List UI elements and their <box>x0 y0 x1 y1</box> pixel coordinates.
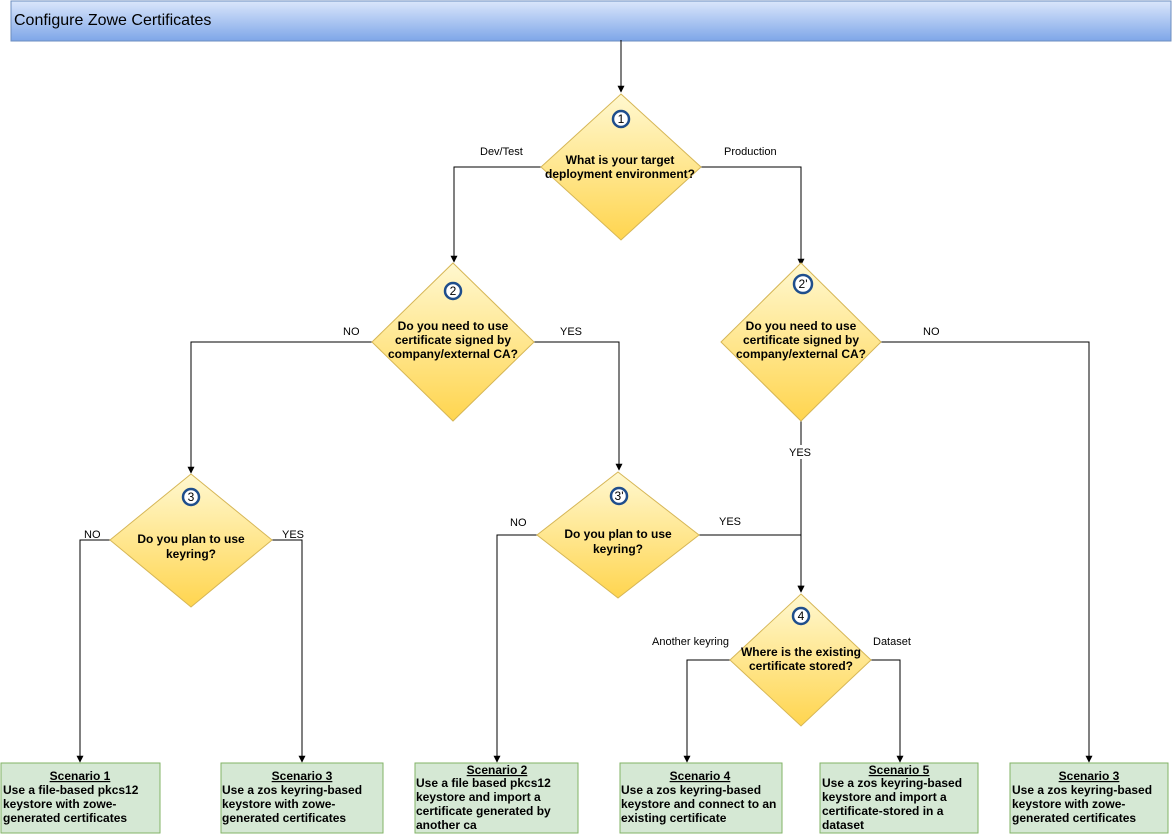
scenario-line: dataset <box>822 818 864 832</box>
scenario-line: Use a file based pkcs12 <box>416 776 551 790</box>
edge-q2-no <box>187 341 372 474</box>
step-badge-icon <box>611 109 631 129</box>
step-badge-label: 2 <box>450 284 457 298</box>
question-line: Do you plan to use <box>564 527 672 541</box>
scenario-line: certificate generated by <box>416 804 551 818</box>
scenario-line: keystore and import a <box>822 790 947 804</box>
scenario-line: generated certificates <box>222 811 346 825</box>
scenario-line: Use a zos keyring-based <box>222 783 362 797</box>
decision-q3: 3 Do you plan to use keyring? <box>109 473 273 608</box>
decision-q2: 2 Do you need to use certificate signed … <box>371 262 535 422</box>
scenario-line: keystore and import a <box>416 790 541 804</box>
scenario-title: Scenario 3 <box>272 769 333 783</box>
scenario-box-2: Scenario 2 Use a file based pkcs12 keyst… <box>414 762 579 834</box>
scenario-title: Scenario 3 <box>1059 769 1120 783</box>
step-badge-icon <box>181 487 201 507</box>
edge-q3p-yes <box>699 534 805 593</box>
scenario-box-5: Scenario 5 Use a zos keyring-based keyst… <box>819 762 979 834</box>
scenario-box-4: Scenario 4 Use a zos keyring-based keyst… <box>619 762 783 834</box>
edge-labels: Dev/Test Production NO YES NO YES NO YES… <box>84 146 940 648</box>
decision-q1: 1 What is your target deployment environ… <box>540 93 702 241</box>
header-bar: Configure Zowe Certificates <box>10 0 1172 42</box>
label-q3-no: NO <box>84 529 101 541</box>
page-title: Configure Zowe Certificates <box>14 12 211 29</box>
step-badge-label: 1 <box>618 112 625 126</box>
question-line: keyring? <box>593 542 643 556</box>
step-badge-label: 4 <box>798 609 805 623</box>
label-devtest: Dev/Test <box>480 146 523 158</box>
label-q3-yes: YES <box>282 529 304 541</box>
scenario-title: Scenario 1 <box>50 769 111 783</box>
decision-q2p: 2' Do you need to use certificate signed… <box>720 262 882 422</box>
scenario-line: certificate-stored in a <box>822 804 944 818</box>
scenario-line: Use a zos keyring-based <box>621 783 761 797</box>
label-q2-yes: YES <box>560 326 582 338</box>
question-line: company/external CA? <box>388 347 518 361</box>
label-q2-no: NO <box>343 326 360 338</box>
step-badge-icon <box>443 281 463 301</box>
scenario-line: keystore with zowe- <box>1012 797 1125 811</box>
label-production: Production <box>724 146 777 158</box>
scenario-line: another ca <box>416 818 477 832</box>
scenario-box-3a: Scenario 3 Use a zos keyring-based keyst… <box>220 762 384 834</box>
question-line: keyring? <box>166 547 216 561</box>
label-q2p-no: NO <box>923 326 940 338</box>
question-line: certificate signed by <box>743 333 859 347</box>
scenario-line: existing certificate <box>621 811 727 825</box>
scenario-line: Use a zos keyring-based <box>1012 783 1152 797</box>
scenario-line: generated certificates <box>1012 811 1136 825</box>
edge-q2-yes <box>534 341 623 471</box>
label-q3p-yes: YES <box>719 516 741 528</box>
scenario-line: Use a zos keyring-based <box>822 776 962 790</box>
scenario-box-3b: Scenario 3 Use a zos keyring-based keyst… <box>1009 762 1169 834</box>
edge-q3-yes <box>272 539 306 763</box>
edge-q3p-no <box>493 534 537 763</box>
question-line: certificate stored? <box>749 659 853 673</box>
label-q3p-no: NO <box>510 517 527 529</box>
decision-q3p: 3' Do you plan to use keyring? <box>536 471 700 599</box>
scenario-line: generated certificates <box>3 811 127 825</box>
edge-q1-devtest <box>450 166 541 263</box>
scenario-line: keystore with zowe- <box>3 797 116 811</box>
edge-q3-no <box>76 539 110 763</box>
question-line: What is your target <box>566 153 675 167</box>
question-line: Where is the existing <box>741 645 861 659</box>
step-badge-label: 3' <box>615 489 624 503</box>
question-line: deployment environment? <box>545 167 695 181</box>
question-line: Do you need to use <box>746 319 857 333</box>
scenario-line: keystore with zowe- <box>222 797 335 811</box>
question-line: Do you need to use <box>398 319 509 333</box>
scenario-title: Scenario 5 <box>869 763 930 777</box>
label-another-keyring: Another keyring <box>652 636 729 648</box>
step-badge-icon <box>792 273 814 295</box>
label-q2p-yes: YES <box>789 447 811 459</box>
edge-q4-keyring <box>683 659 730 763</box>
question-line: certificate signed by <box>395 333 511 347</box>
step-badge-icon <box>609 486 629 506</box>
edge-q4-dataset <box>871 659 904 763</box>
step-badge-label: 2' <box>799 277 808 291</box>
scenario-line: keystore and connect to an <box>621 797 776 811</box>
scenario-title: Scenario 2 <box>467 763 528 777</box>
connectors <box>76 40 1093 763</box>
decision-q4: 4 Where is the existing certificate stor… <box>729 593 872 727</box>
scenario-title: Scenario 4 <box>670 769 731 783</box>
edge-q2p-no <box>881 341 1093 763</box>
question-line: company/external CA? <box>736 347 866 361</box>
step-badge-label: 3 <box>188 490 195 504</box>
step-badge-icon <box>791 606 811 626</box>
edge-q1-production <box>701 166 805 266</box>
question-line: Do you plan to use <box>137 532 245 546</box>
scenario-line: Use a file-based pkcs12 <box>3 783 139 797</box>
label-dataset: Dataset <box>873 636 911 648</box>
scenario-box-1: Scenario 1 Use a file-based pkcs12 keyst… <box>0 762 161 834</box>
